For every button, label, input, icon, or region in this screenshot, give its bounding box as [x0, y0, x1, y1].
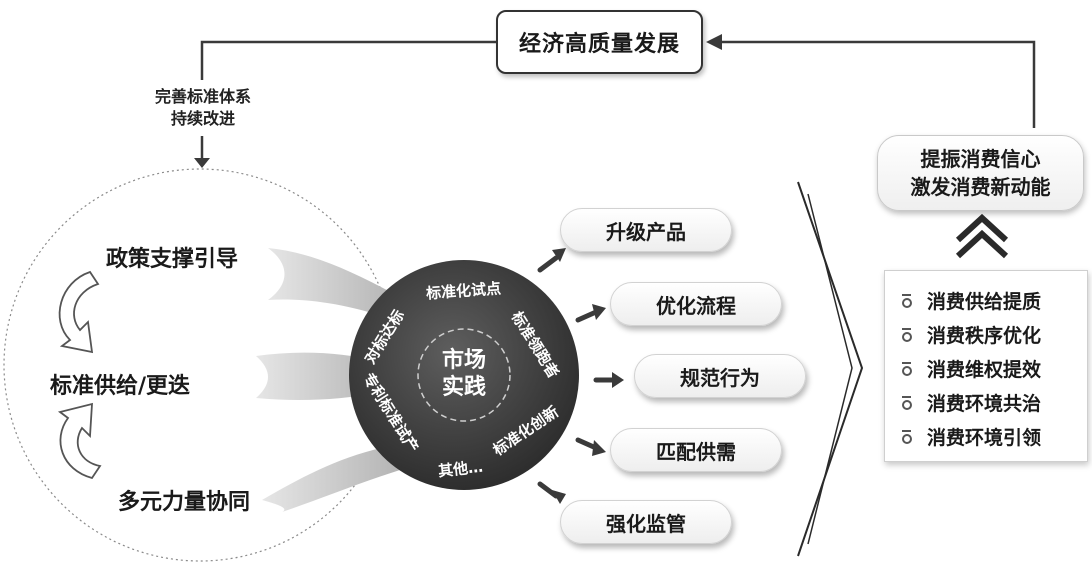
bullet-icon	[901, 362, 913, 376]
list-item: 消费环境引领	[901, 419, 1087, 453]
market-hub	[349, 260, 579, 490]
outcome-match-supply-demand: 匹配供需	[610, 428, 782, 472]
list-item-label: 消费维权提效	[927, 358, 1042, 381]
list-item: 消费供给提质	[901, 283, 1087, 317]
curved-arrow-down-icon	[58, 270, 100, 354]
list-item: 消费维权提效	[901, 351, 1087, 385]
feedback-loop-arrow	[200, 40, 1036, 160]
list-item-label: 消费供给提质	[927, 290, 1042, 313]
double-up-chevron-icon	[955, 213, 1009, 259]
list-item: 消费环境共治	[901, 385, 1087, 419]
consumer-improvement-list: 消费供给提质 消费秩序优化 消费维权提效 消费环境共治 消费环境引领	[884, 270, 1088, 462]
confidence-line2: 激发消费新动能	[910, 175, 1051, 199]
loop-note-line1: 完善标准体系	[154, 87, 251, 106]
list-item-label: 消费环境共治	[927, 392, 1042, 415]
bullet-icon	[901, 396, 913, 410]
curved-arrow-up-icon	[57, 402, 102, 480]
outcome-arrows	[537, 255, 617, 499]
consumer-confidence-box: 提振消费信心 激发消费新动能	[877, 135, 1084, 211]
collab-wedge	[262, 446, 400, 512]
hub-center-line2: 实践	[441, 375, 486, 400]
policy-wedge	[268, 248, 398, 318]
hub-center-line1: 市场	[441, 348, 486, 373]
bullet-icon	[901, 294, 913, 308]
supply-label: 标准供给/更迭	[50, 374, 191, 399]
list-item-label: 消费环境引领	[927, 426, 1042, 449]
big-chevron-icon	[797, 181, 864, 557]
outcome-regulate-behavior: 规范行为	[634, 354, 806, 398]
outcome-upgrade-products: 升级产品	[560, 208, 732, 252]
arrowhead-down-icon	[194, 158, 210, 168]
arrowhead-left-icon	[706, 34, 722, 50]
policy-label: 政策支撑引导	[106, 247, 239, 272]
outcome-optimize-process: 优化流程	[610, 282, 782, 326]
confidence-line1: 提振消费信心	[920, 147, 1041, 171]
bullet-icon	[901, 430, 913, 444]
loop-note-line2: 持续改进	[170, 109, 235, 128]
list-item-label: 消费秩序优化	[927, 324, 1042, 347]
list-item: 消费秩序优化	[901, 317, 1087, 351]
hub-inner-dashed-ring	[417, 328, 511, 422]
bullet-icon	[901, 328, 913, 342]
collab-label: 多元力量协同	[118, 490, 251, 515]
loop-note: 完善标准体系 持续改进	[138, 86, 268, 130]
top-goal-box: 经济高质量发展	[496, 10, 703, 74]
outcome-strengthen-supervision: 强化监管	[560, 500, 732, 544]
hub-center-text: 市场 实践	[424, 347, 504, 401]
